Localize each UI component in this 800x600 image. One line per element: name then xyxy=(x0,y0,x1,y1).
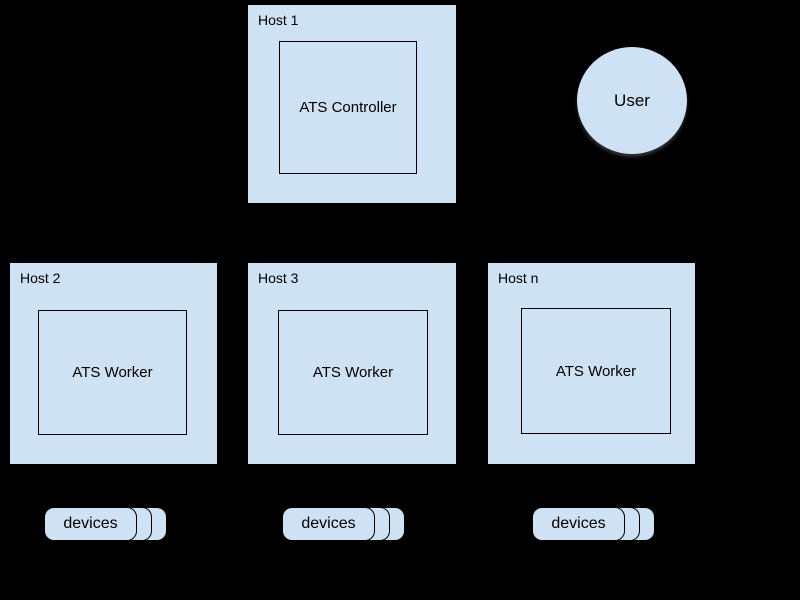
device-stack-2: devices xyxy=(282,507,406,543)
ats-worker-label-2: ATS Worker xyxy=(312,364,394,381)
host-3-box: Host 3 ATS Worker xyxy=(248,263,456,464)
host-1-box: Host 1 ATS Controller xyxy=(248,5,456,203)
ats-worker-box-1: ATS Worker xyxy=(38,310,187,435)
devices-label-3: devices xyxy=(551,515,606,532)
devices-label-2: devices xyxy=(301,515,356,532)
user-circle: User xyxy=(577,47,687,154)
ats-worker-box-3: ATS Worker xyxy=(521,308,671,434)
host-2-label: Host 2 xyxy=(20,270,61,286)
devices-label-1: devices xyxy=(63,515,118,532)
user-label: User xyxy=(614,90,650,110)
host-2-box: Host 2 ATS Worker xyxy=(10,263,217,464)
device-card-front: devices xyxy=(532,507,625,541)
ats-controller-box: ATS Controller xyxy=(279,41,417,174)
device-stack-1: devices xyxy=(44,507,168,543)
device-card-front: devices xyxy=(44,507,137,541)
ats-controller-label: ATS Controller xyxy=(299,99,397,116)
device-stack-3: devices xyxy=(532,507,656,543)
ats-worker-box-2: ATS Worker xyxy=(278,310,428,435)
host-1-label: Host 1 xyxy=(258,12,299,28)
ats-worker-label-1: ATS Worker xyxy=(72,364,153,381)
device-card-front: devices xyxy=(282,507,375,541)
ats-worker-label-3: ATS Worker xyxy=(555,362,637,380)
host-n-box: Host n ATS Worker xyxy=(488,263,695,464)
host-n-label: Host n xyxy=(498,270,539,286)
host-3-label: Host 3 xyxy=(258,270,299,286)
